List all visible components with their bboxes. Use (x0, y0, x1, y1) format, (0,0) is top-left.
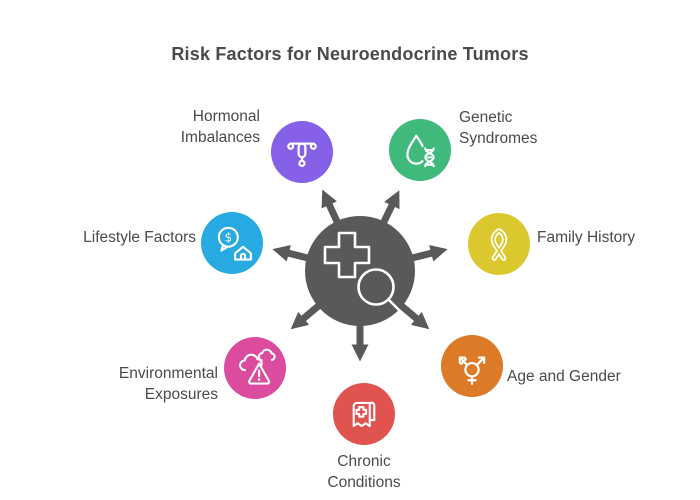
droplet-dna-icon (406, 134, 437, 169)
factor-node-genetic-syndromes (389, 119, 451, 181)
factor-node-hormonal-imbalances (271, 121, 333, 183)
medical-scroll-icon (352, 401, 376, 428)
factor-label-hormonal-imbalances: Hormonal Imbalances (180, 108, 260, 146)
factor-label-chronic-conditions: Chronic Conditions (327, 453, 401, 491)
page-title: Risk Factors for Neuroendocrine Tumors (171, 44, 529, 64)
factor-label-genetic-syndromes: Genetic Syndromes (459, 109, 538, 147)
factor-label-environmental-exposures: Environmental Exposures (118, 365, 218, 403)
hub-diagram (272, 189, 448, 362)
cloud-warning-icon (239, 348, 276, 385)
factor-node-chronic-conditions (333, 383, 395, 445)
factor-node-environmental-exposures (224, 337, 286, 399)
factor-node-age-and-gender (441, 335, 503, 397)
factor-label-age-and-gender: Age and Gender (507, 368, 621, 385)
iud-hormone-icon (287, 142, 317, 167)
factor-node-lifestyle-factors: $ (201, 212, 263, 274)
factor-node-family-history (468, 213, 530, 275)
medical-cross-magnifier-icon (323, 231, 402, 313)
factor-label-family-history: Family History (537, 229, 636, 246)
factor-label-lifestyle-factors: Lifestyle Factors (83, 229, 196, 246)
transgender-symbol-icon (458, 356, 486, 385)
svg-text:$: $ (224, 231, 232, 245)
awareness-ribbon-icon (490, 228, 508, 261)
dollar-house-icon: $ (217, 226, 252, 261)
